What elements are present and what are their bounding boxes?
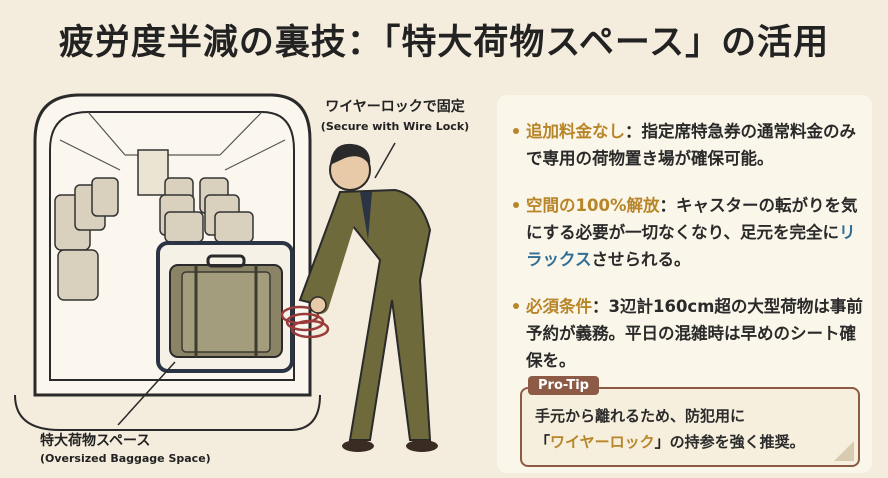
seats-right xyxy=(159,177,254,243)
protip-box xyxy=(520,387,860,467)
suitcase xyxy=(169,254,283,358)
businessman-figure xyxy=(298,143,438,452)
wire-lock-label-en: (Secure with Wire Lock) xyxy=(320,120,470,133)
seats-left xyxy=(54,177,119,301)
wire-lock-callout: ワイヤーロックで固定 (Secure with Wire Lock) xyxy=(300,98,490,136)
protip-text: 手元から離れるため、防犯用に 「ワイヤーロック」の持参を強く推奨。 xyxy=(535,403,850,455)
wire-lock-label-jp: ワイヤーロックで固定 xyxy=(325,99,465,115)
space-label-en: (Oversized Baggage Space) xyxy=(40,452,211,465)
bullet-heading: 必須条件 xyxy=(526,297,592,316)
bullet-heading: 追加料金なし xyxy=(526,122,625,141)
wire-lock-leader xyxy=(374,142,396,179)
page-title: 疲労度半減の裏技：「特大荷物スペース」の活用 xyxy=(58,23,830,63)
list-item: 必須条件：3辺計160cm超の大型荷物は事前予約が義務。平日の混雑時は早めのシー… xyxy=(513,293,863,374)
bullet-body: 指定席特急券の通常料金のみで専用の荷物置き場が確保可能。 xyxy=(526,122,856,168)
protip-tag: Pro-Tip xyxy=(528,376,599,395)
protip-line-1: 手元から離れるため、防犯用に xyxy=(535,407,746,425)
bullet-body: キャスターの転がりを気にする必要が一切なくなり、足元を完全に xyxy=(526,196,858,242)
list-item: 空間の100%解放：キャスターの転がりを気にする必要が一切なくなり、足元を完全に… xyxy=(513,192,863,273)
bullet-heading: 空間の100%解放 xyxy=(526,196,660,215)
bullet-emphasis: リラックス xyxy=(526,223,856,269)
page-fold-corner xyxy=(834,441,854,461)
protip-emphasis: ワイヤーロック xyxy=(550,433,655,451)
benefit-list: 追加料金なし：指定席特急券の通常料金のみで専用の荷物置き場が確保可能。 空間の1… xyxy=(513,118,863,394)
protip-line-2: 「ワイヤーロック」の持参を強く推奨。 xyxy=(535,433,805,451)
list-item: 追加料金なし：指定席特急券の通常料金のみで専用の荷物置き場が確保可能。 xyxy=(513,118,863,172)
bullet-body: 3辺計160cm超の大型荷物は事前予約が義務。平日の混雑時は早めのシート確保を。 xyxy=(526,297,863,370)
space-label-jp: 特大荷物スペース xyxy=(40,433,151,449)
back-door xyxy=(137,149,169,196)
wire-lock xyxy=(280,305,330,339)
space-leader xyxy=(117,361,176,426)
baggage-space-callout: 特大荷物スペース (Oversized Baggage Space) xyxy=(40,432,280,468)
